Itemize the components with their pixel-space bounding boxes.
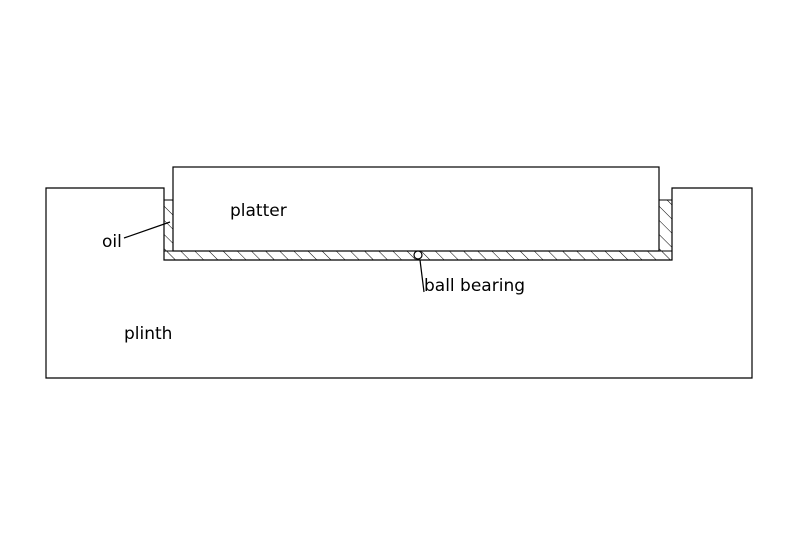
oil-right-wall [658, 199, 673, 252]
ball-bearing-leader-line [419, 259, 425, 293]
ball-bearing [413, 250, 423, 260]
plinth-label: plinth [124, 324, 172, 344]
oil-leader-line [123, 221, 171, 239]
oil-label: oil [102, 232, 122, 252]
platter-body [172, 166, 660, 252]
ball-bearing-label: ball bearing [424, 276, 525, 296]
oil-left-wall [163, 199, 174, 252]
platter-label: platter [230, 201, 287, 221]
